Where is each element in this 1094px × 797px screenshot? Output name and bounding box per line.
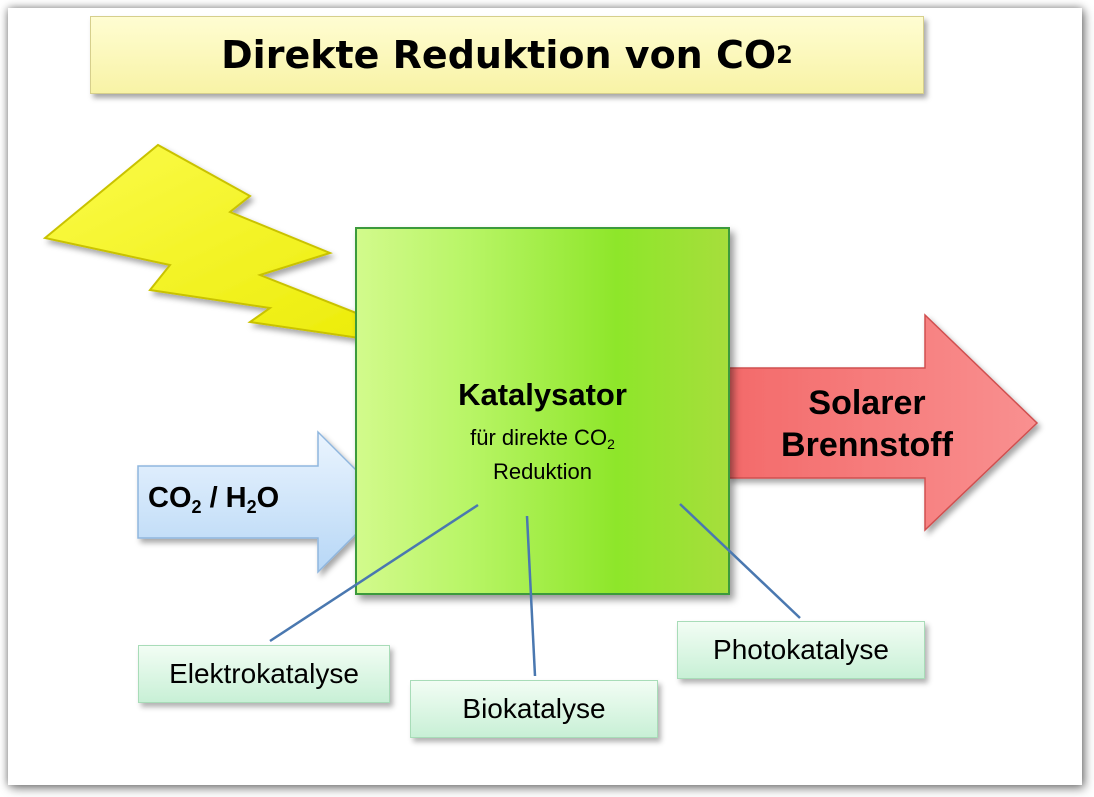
input-slash-h: / H: [201, 482, 247, 514]
title-text: Direkte Reduktion von CO: [221, 33, 777, 77]
catalyst-line1-subscript: 2: [607, 436, 615, 452]
catalyst-title: Katalysator: [458, 377, 627, 412]
catalyst-line2: Reduktion: [492, 459, 593, 484]
input-co: CO: [148, 482, 192, 514]
catalyst-box: Katalysator für direkte CO2 Reduktion: [355, 227, 730, 595]
method-elektrokatalyse-label: Elektrokatalyse: [169, 658, 359, 689]
connector-elektro: [269, 503, 479, 643]
method-photokatalyse: Photokatalyse: [677, 621, 925, 679]
method-elektrokatalyse: Elektrokatalyse: [138, 645, 390, 703]
output-line2: Brennstoff: [781, 426, 953, 464]
catalyst-subtitle: für direkte CO2 Reduktion: [357, 424, 728, 486]
catalyst-line1: für direkte CO: [470, 425, 608, 450]
input-arrow: [137, 430, 390, 574]
method-biokatalyse: Biokatalyse: [410, 680, 658, 738]
title-subscript: 2: [776, 41, 793, 69]
method-biokatalyse-label: Biokatalyse: [462, 693, 606, 724]
output-line1: Solarer: [808, 384, 926, 422]
method-photokatalyse-label: Photokatalyse: [713, 634, 889, 665]
input-h-subscript: 2: [246, 497, 257, 517]
output-arrow: [727, 313, 1039, 532]
output-arrow-label: Solarer Brennstoff: [742, 382, 992, 466]
input-arrow-label: CO2 / H2O: [148, 482, 279, 518]
input-co-subscript: 2: [191, 497, 202, 517]
connector-photo: [679, 503, 801, 619]
input-o: O: [256, 482, 280, 514]
connector-bio: [525, 515, 537, 677]
